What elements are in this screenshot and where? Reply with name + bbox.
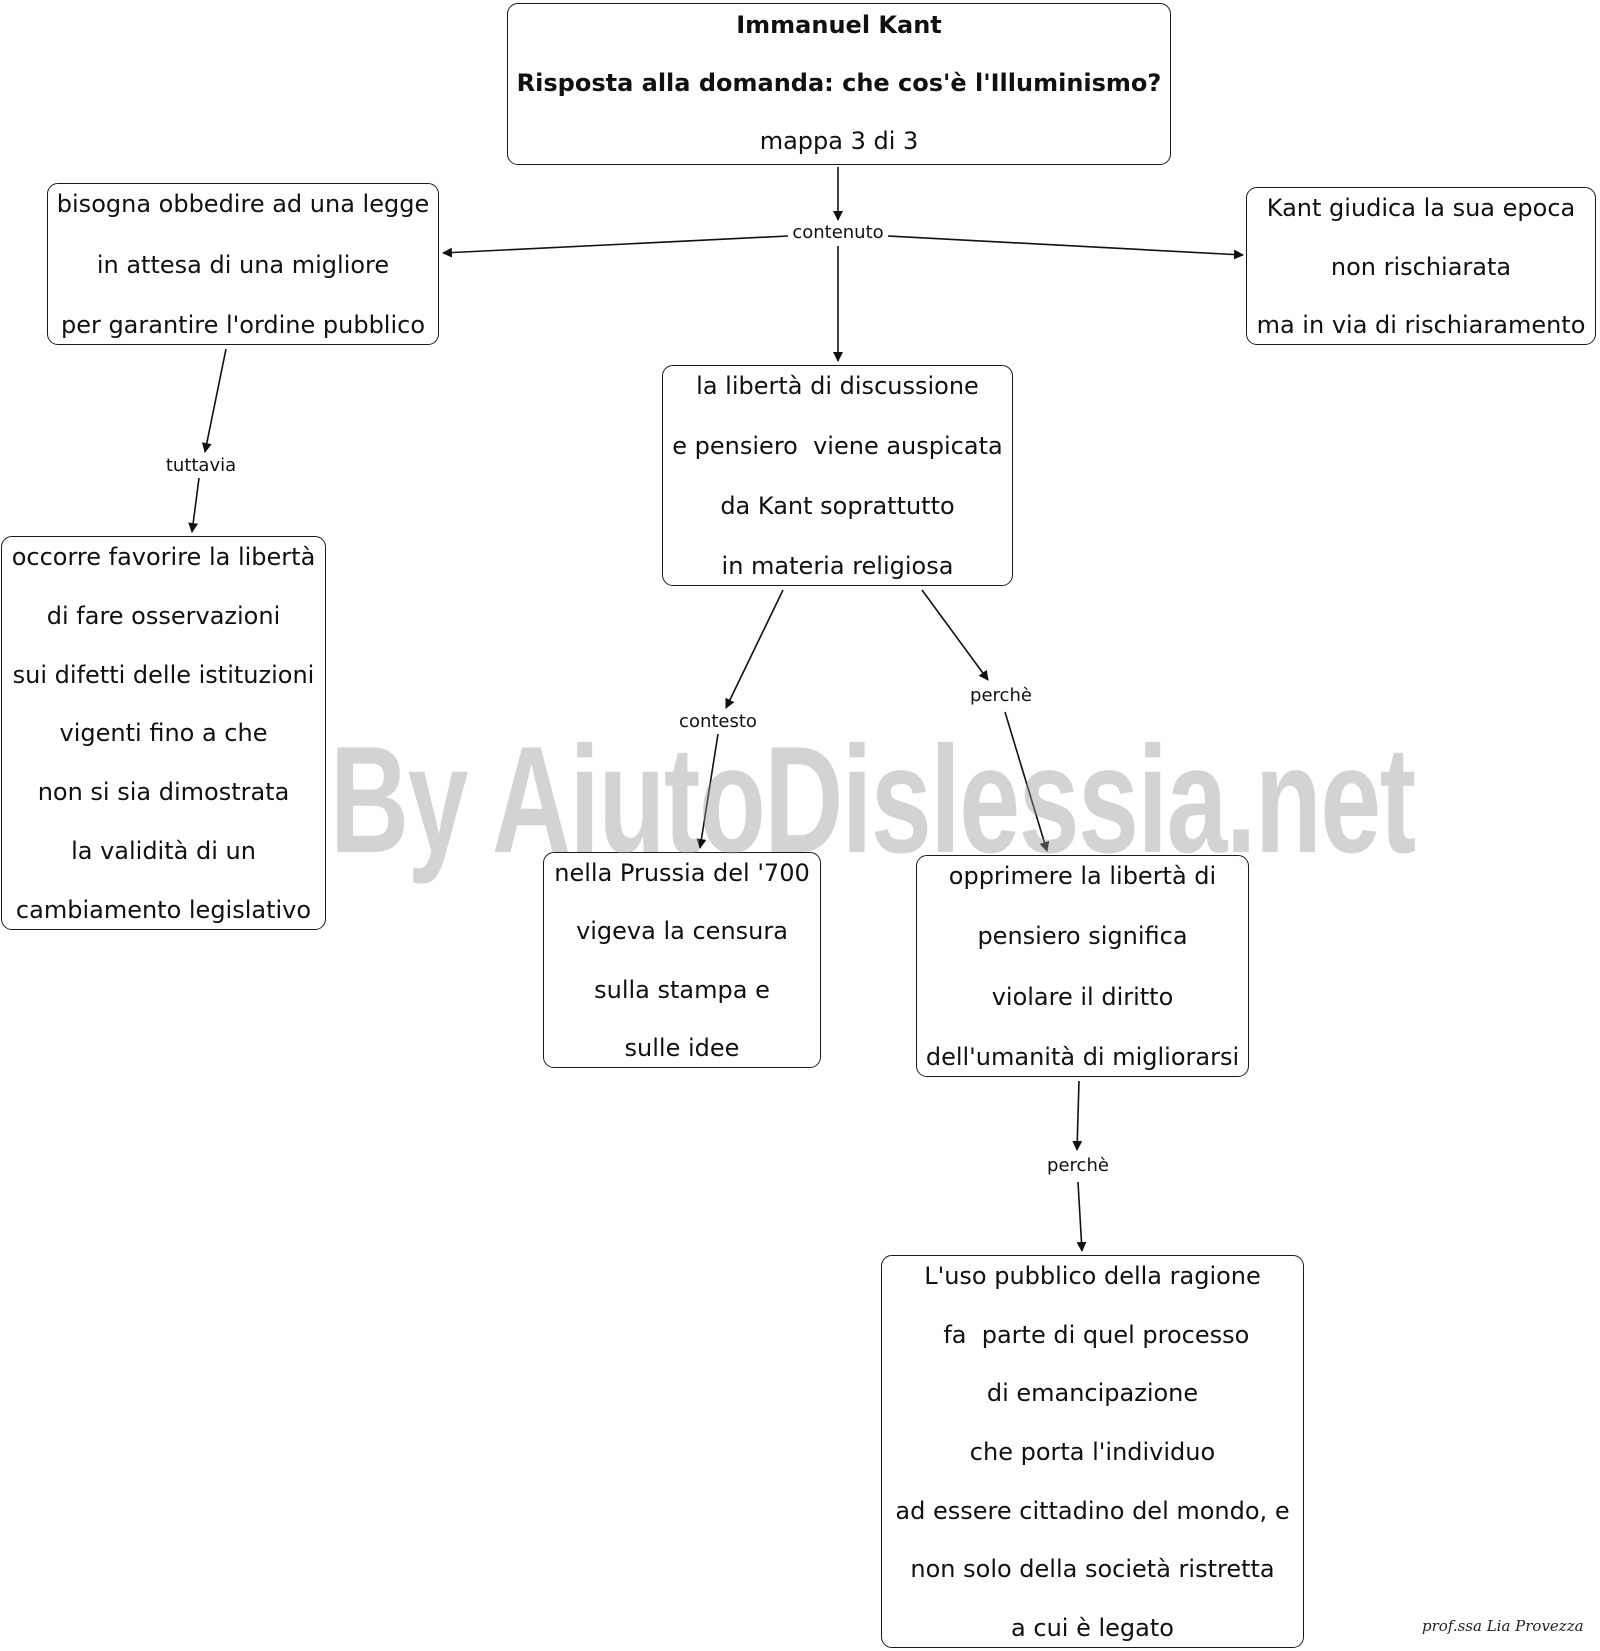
node-favorire-line: cambiamento legislativo (15, 895, 312, 924)
edge-contenuto-to-obbedire (442, 235, 789, 258)
node-favorire-line: la validità di un (71, 837, 256, 866)
root-title: Immanuel Kant (736, 11, 942, 39)
author-signature: prof.ssa Lia Provezza (1422, 1617, 1584, 1635)
link-label-tuttavia: tuttavia (161, 455, 241, 477)
edge-liberta-to-contesto (725, 589, 784, 709)
edge-tuttavia-to-favorire (188, 477, 200, 533)
node-uso-line: che porta l'individuo (969, 1437, 1216, 1466)
edge-contesto-to-prussia (696, 733, 719, 849)
node-opprimere-line: opprimere la libertà di (948, 862, 1217, 890)
node-favorire-line: non si sia dimostrata (37, 778, 290, 807)
node-epoca-line: ma in via di rischiaramento (1256, 311, 1586, 339)
edge-obbedire-to-tuttavia (201, 348, 227, 453)
node-favorire-line: occorre favorire la libertà (11, 543, 316, 571)
root-node: Immanuel Kant Risposta alla domanda: che… (507, 3, 1171, 165)
node-prussia-line: sulla stampa e (594, 975, 770, 1004)
link-label-contenuto: contenuto (788, 222, 888, 244)
node-favorire-line: sui difetti delle istituzioni (12, 660, 315, 689)
edge-contenuto-to-epoca (887, 235, 1244, 260)
node-favorire-line: di fare osservazioni (46, 601, 281, 630)
node-liberta-line: da Kant soprattutto (720, 492, 955, 520)
link-label-contesto: contesto (675, 711, 761, 733)
root-map-number: mappa 3 di 3 (759, 127, 919, 155)
edge-liberta-to-perche1 (921, 589, 989, 681)
node-liberta-line: e pensiero viene auspicata (672, 432, 1003, 460)
node-obbedire-line: in attesa di una migliore (96, 250, 390, 279)
edge-perche2-to-uso (1076, 1181, 1087, 1252)
node-opprimere-line: pensiero significa (977, 922, 1188, 951)
node-favorire-line: vigenti fino a che (59, 719, 268, 748)
node-obbedire: bisogna obbedire ad una legge in attesa … (47, 183, 439, 345)
node-epoca-line: non rischiarata (1330, 252, 1512, 281)
edge-opprimere-to-perche2 (1072, 1080, 1083, 1151)
node-prussia-line: nella Prussia del '700 (554, 859, 810, 887)
node-favorire: occorre favorire la libertà di fare osse… (1, 536, 326, 930)
node-uso-line: a cui è legato (1011, 1613, 1174, 1642)
node-opprimere-line: violare il diritto (991, 982, 1174, 1011)
node-obbedire-line: per garantire l'ordine pubblico (60, 311, 426, 339)
node-epoca-line: Kant giudica la sua epoca (1266, 194, 1576, 222)
node-liberta-line: la libertà di discussione (696, 372, 979, 400)
node-liberta: la libertà di discussione e pensiero vie… (662, 365, 1013, 586)
link-label-perche-1: perchè (966, 685, 1036, 707)
link-label-perche-2: perchè (1043, 1155, 1113, 1177)
node-uso-line: ad essere cittadino del mondo, e (895, 1496, 1290, 1525)
root-subtitle: Risposta alla domanda: che cos'è l'Illum… (516, 69, 1162, 97)
node-prussia-line: vigeva la censura (576, 917, 788, 946)
node-epoca: Kant giudica la sua epoca non rischiarat… (1246, 187, 1596, 345)
node-uso-line: L'uso pubblico della ragione (924, 1262, 1261, 1290)
node-prussia: nella Prussia del '700 vigeva la censura… (543, 852, 821, 1068)
node-opprimere-line: dell'umanità di migliorarsi (925, 1042, 1240, 1071)
edge-perche1-to-opprimere (1004, 711, 1050, 852)
node-uso-line: fa parte di quel processo (935, 1320, 1250, 1349)
node-opprimere: opprimere la libertà di pensiero signifi… (916, 855, 1249, 1077)
node-uso-line: non solo della società ristretta (910, 1555, 1275, 1584)
node-obbedire-line: bisogna obbedire ad una legge (56, 190, 430, 218)
node-prussia-line: sulle idee (624, 1033, 740, 1062)
node-uso: L'uso pubblico della ragione fa parte di… (881, 1255, 1304, 1648)
node-uso-line: di emancipazione (986, 1379, 1199, 1408)
node-liberta-line: in materia religiosa (721, 552, 954, 580)
